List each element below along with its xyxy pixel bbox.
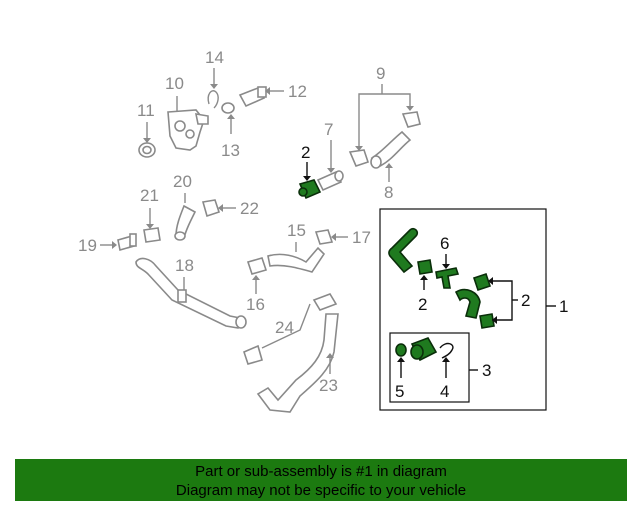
part-10-housing <box>167 109 209 151</box>
callout-2-top: 2 <box>301 143 310 162</box>
callout-16: 16 <box>246 295 265 314</box>
part-thermostat-green <box>410 337 438 362</box>
part-19-bolt <box>117 233 137 252</box>
callout-22: 22 <box>240 199 259 218</box>
part-4-gasket <box>439 342 454 359</box>
callout-14: 14 <box>205 48 224 67</box>
callout-2-box-right: 2 <box>521 291 530 310</box>
part-24-clamp-bottom <box>243 344 263 365</box>
callout-20: 20 <box>173 172 192 191</box>
part-23-pipe <box>256 313 339 413</box>
part-18-pipe <box>135 257 247 329</box>
part-14-clip <box>207 90 219 109</box>
callout-12: 12 <box>288 82 307 101</box>
callout-18: 18 <box>175 256 194 275</box>
part-11-seal <box>138 142 156 158</box>
callout-15: 15 <box>287 221 306 240</box>
callout-21: 21 <box>140 186 159 205</box>
callout-13: 13 <box>221 141 240 160</box>
part-24-clamp-top <box>312 293 338 311</box>
callout-10: 10 <box>165 74 184 93</box>
part-8-hose <box>370 130 412 169</box>
part-2-clamp-green-a <box>417 259 433 275</box>
callout-7: 7 <box>324 120 333 139</box>
part-20-hose <box>174 204 197 241</box>
callout-6: 6 <box>440 234 449 253</box>
callout-2-box-left: 2 <box>418 295 427 314</box>
assembly-1-box <box>379 208 547 411</box>
part-hose-green-lower <box>454 288 481 319</box>
part-22-clamp <box>201 199 221 218</box>
part-2-clamp-green-c <box>479 313 495 329</box>
callout-24: 24 <box>275 318 294 337</box>
subassembly-3-box <box>389 332 470 403</box>
part-13-oring <box>221 102 235 114</box>
part-16-clamp <box>246 257 268 275</box>
footer-banner: Part or sub-assembly is #1 in diagram Di… <box>15 459 627 501</box>
part-9-clamp <box>348 111 421 167</box>
part-15-hose <box>267 246 326 273</box>
part-2-clamp-green-top <box>298 179 322 200</box>
part-7-fitting <box>316 170 344 192</box>
part-21-clamp <box>143 227 161 243</box>
callout-23: 23 <box>319 376 338 395</box>
callout-4: 4 <box>440 382 449 401</box>
callout-11: 11 <box>137 101 155 120</box>
callout-3: 3 <box>482 361 491 380</box>
part-2-clamp-green-b <box>472 272 492 292</box>
part-hose-green-upper <box>388 227 419 274</box>
callout-8: 8 <box>384 183 393 202</box>
part-12-sensor <box>238 86 267 108</box>
callout-5: 5 <box>395 382 404 401</box>
callout-1: 1 <box>559 297 568 316</box>
footer-line-2: Diagram may not be specific to your vehi… <box>175 482 467 499</box>
callout-17: 17 <box>352 228 371 247</box>
callout-9: 9 <box>376 64 385 83</box>
part-5-cap-green <box>395 343 407 357</box>
callout-19: 19 <box>78 236 97 255</box>
part-6-tee-green <box>435 267 460 289</box>
part-17-clamp <box>314 229 334 245</box>
footer-line-1: Part or sub-assembly is #1 in diagram <box>195 463 447 480</box>
